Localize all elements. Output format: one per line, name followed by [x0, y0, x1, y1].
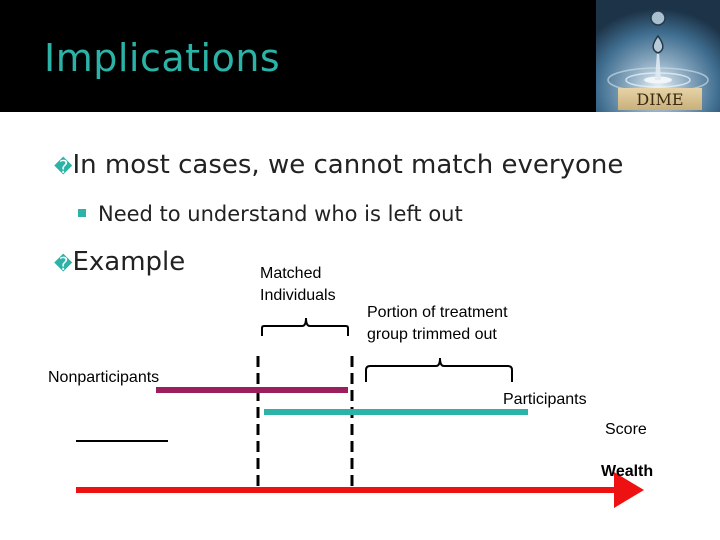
bullet-text: Need to understand who is left out: [98, 202, 463, 226]
participants-label: Participants: [503, 391, 587, 408]
score-label: Score: [605, 421, 647, 438]
slide-title: Implications: [44, 36, 281, 80]
bullet-main-2: �Example: [54, 247, 185, 277]
trimmed-brace: [365, 357, 513, 382]
bullet-glyph-icon: �: [54, 254, 73, 275]
dime-logo: DIME: [596, 0, 720, 112]
square-bullet-icon: [78, 209, 86, 217]
bullet-text: Example: [72, 247, 186, 277]
water-drop-logo-icon: DIME: [596, 0, 720, 112]
nonparticipants-label: Nonparticipants: [48, 369, 160, 386]
bullet-main-1: �In most cases, we cannot match everyone: [54, 150, 623, 180]
bullet-glyph-icon: �: [54, 157, 73, 178]
bullet-text: In most cases, we cannot match everyone: [72, 150, 624, 180]
wealth-label: Wealth: [601, 463, 654, 480]
trimmed-label-line2: group trimmed out: [367, 326, 497, 343]
trimmed-label-line1: Portion of treatment: [367, 304, 508, 321]
matched-label-line2: Individuals: [260, 287, 336, 304]
logo-text: DIME: [636, 90, 683, 109]
matched-label-line1: Matched: [260, 265, 322, 282]
bullet-sub-1: Need to understand who is left out: [78, 202, 463, 226]
matched-brace: [261, 317, 349, 336]
